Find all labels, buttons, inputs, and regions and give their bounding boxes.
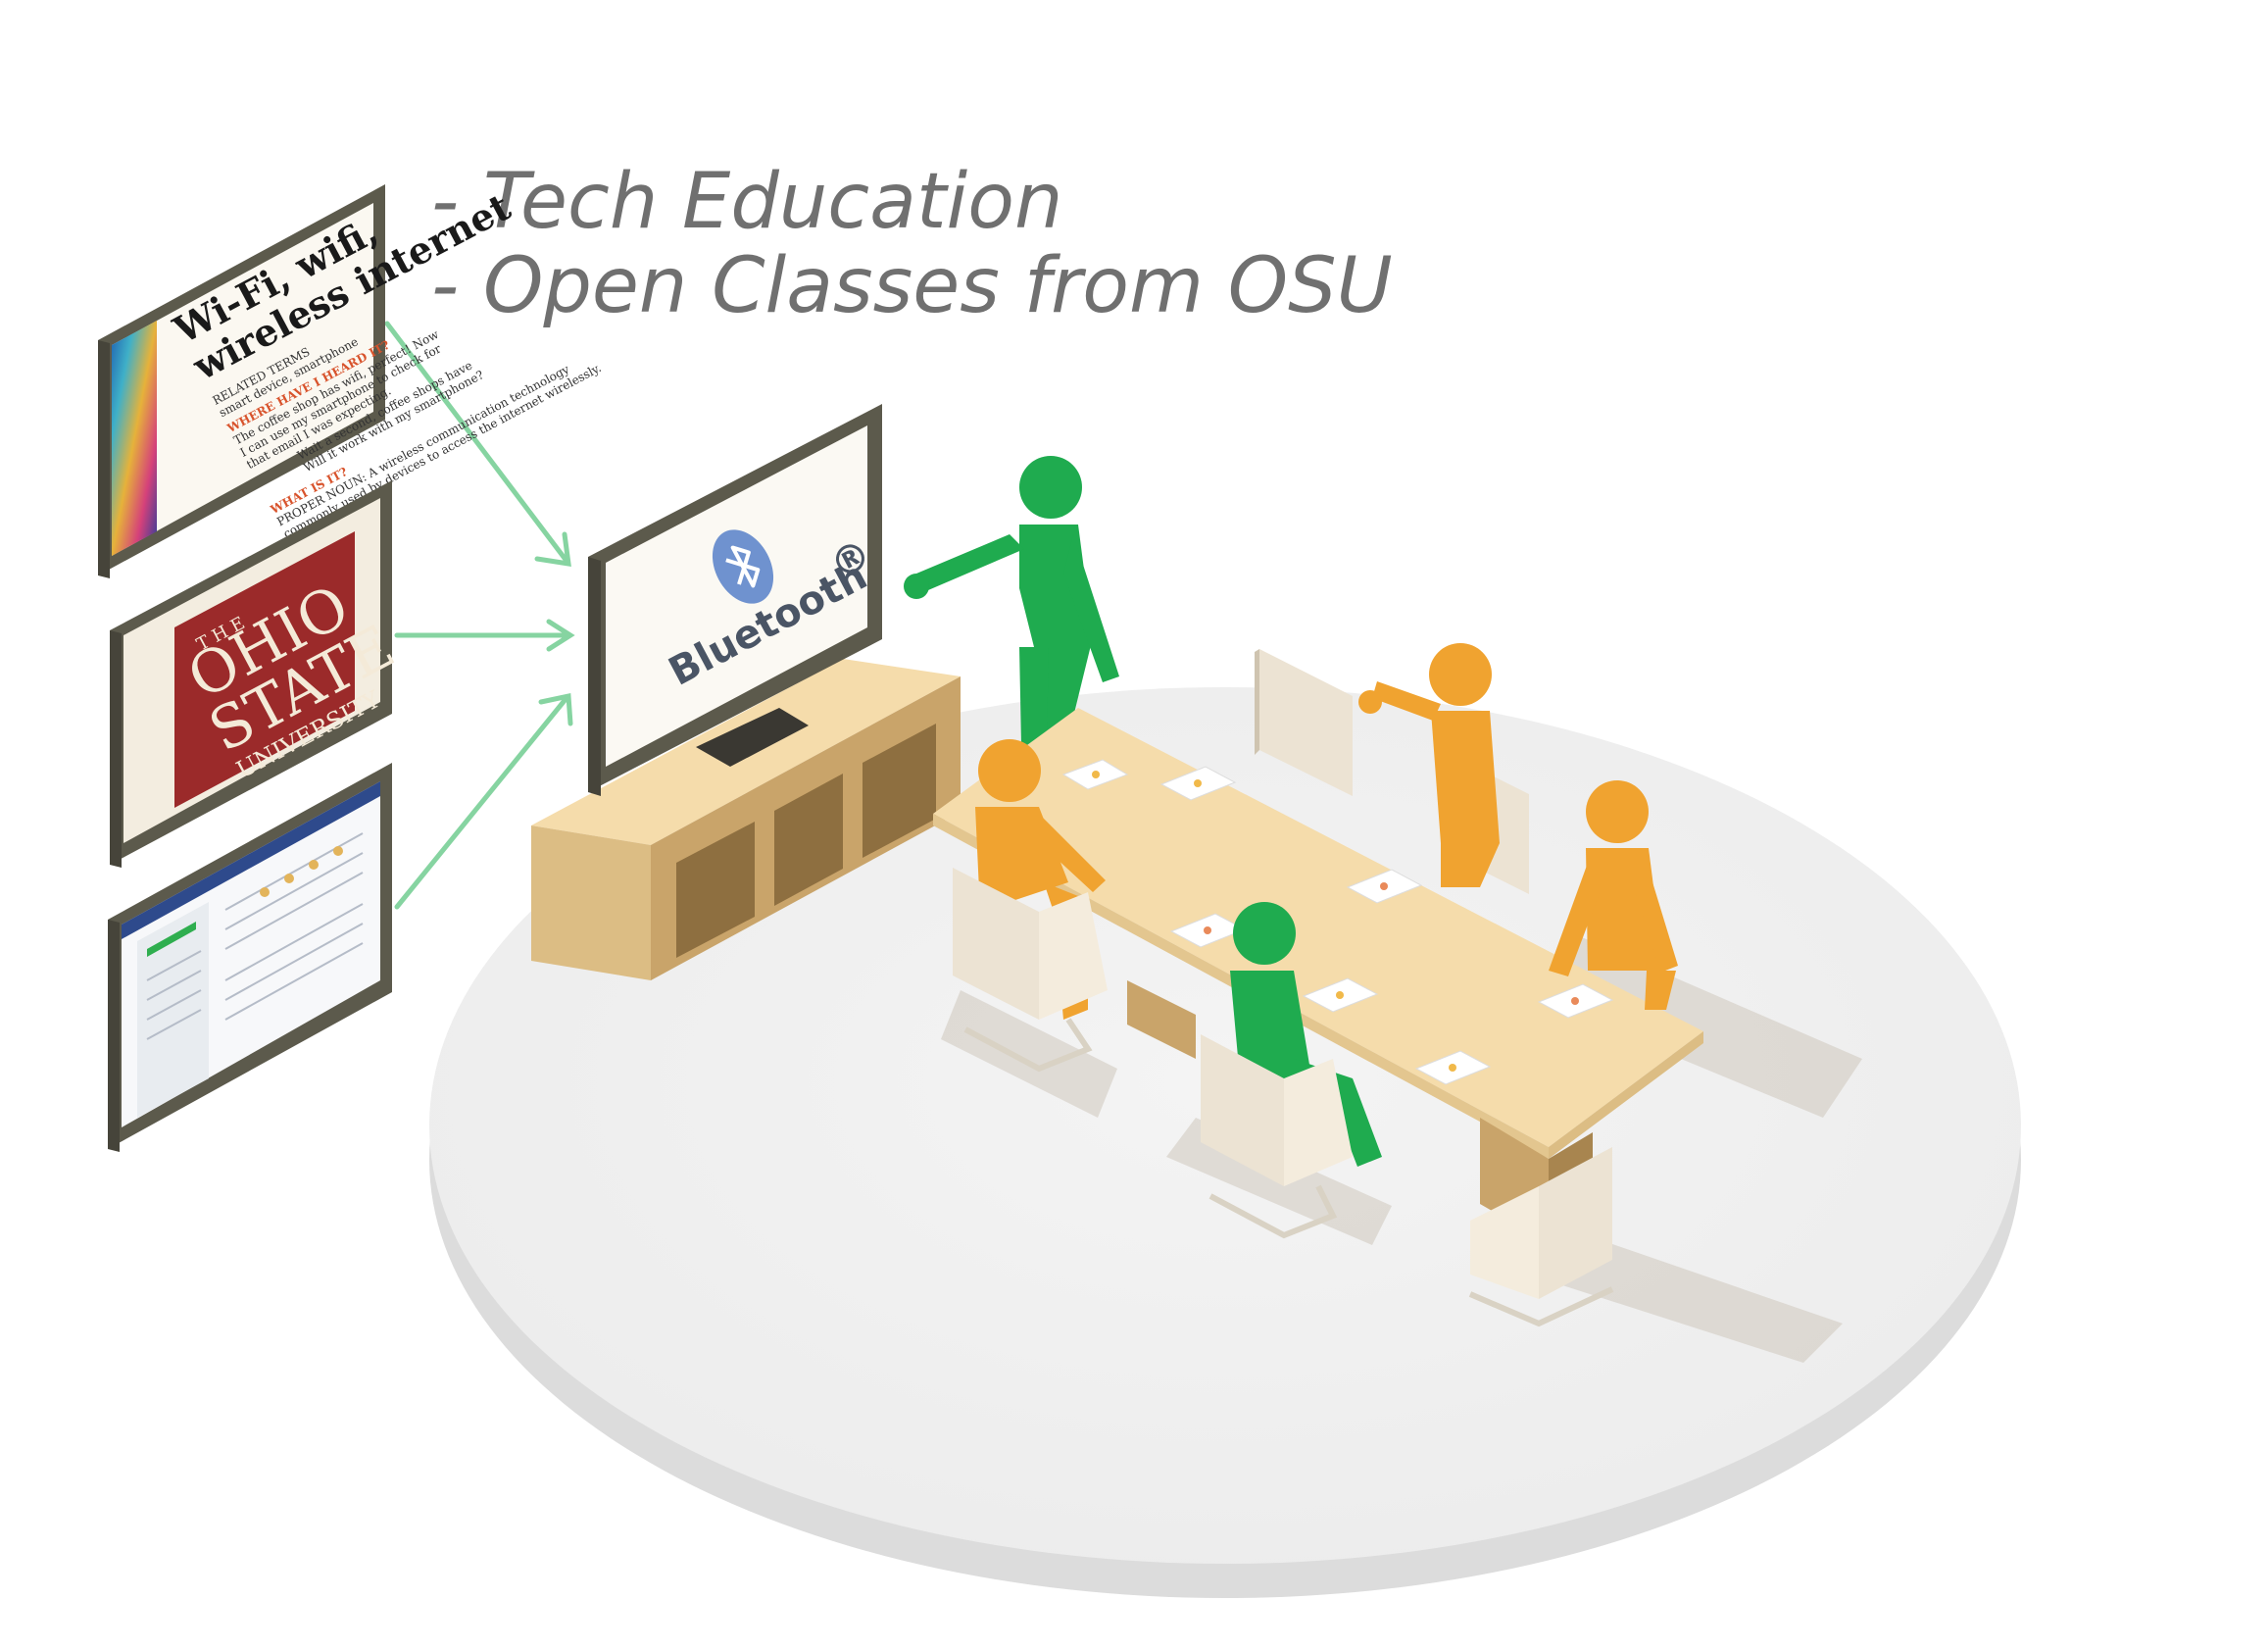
chair-front-left <box>953 868 1108 1073</box>
handouts <box>1061 759 1614 1085</box>
handout <box>1159 766 1237 801</box>
heading: - Tech Education - Open Classes from OSU <box>431 158 1393 330</box>
heading-line-open-classes: - Open Classes from OSU <box>431 242 1393 330</box>
swirl-artwork <box>112 321 157 556</box>
bluetooth-icon <box>712 529 774 604</box>
arrow-from-osu-poster <box>394 619 575 652</box>
poster-osu: T H E OHIO STATE UNIVERSITY <box>110 480 406 868</box>
presenter-figure <box>904 456 1119 745</box>
content-arrows <box>384 321 575 910</box>
audience-figure-right <box>1549 780 1678 1010</box>
handout <box>1061 759 1129 790</box>
webpage-content-lines <box>146 832 364 1040</box>
chair-front-middle <box>1201 1034 1353 1239</box>
audience-figure-back-right <box>1358 643 1500 887</box>
chair-back-1 <box>1255 649 1353 796</box>
webpage-weather-icons <box>260 846 343 897</box>
chair-front-right <box>1468 1147 1614 1327</box>
heading-line-tech-education: - Tech Education <box>431 158 1062 246</box>
poster-webpage <box>108 763 392 1152</box>
handout <box>1302 977 1379 1013</box>
handout <box>1346 869 1423 904</box>
arrow-from-web-poster <box>394 692 573 910</box>
tv-base <box>696 708 809 767</box>
tv: Bluetooth ® <box>588 404 882 796</box>
handout <box>1414 1050 1492 1085</box>
arrow-from-wifi-poster <box>384 321 571 567</box>
handout <box>1537 983 1614 1019</box>
osu-logo-block <box>174 531 355 808</box>
